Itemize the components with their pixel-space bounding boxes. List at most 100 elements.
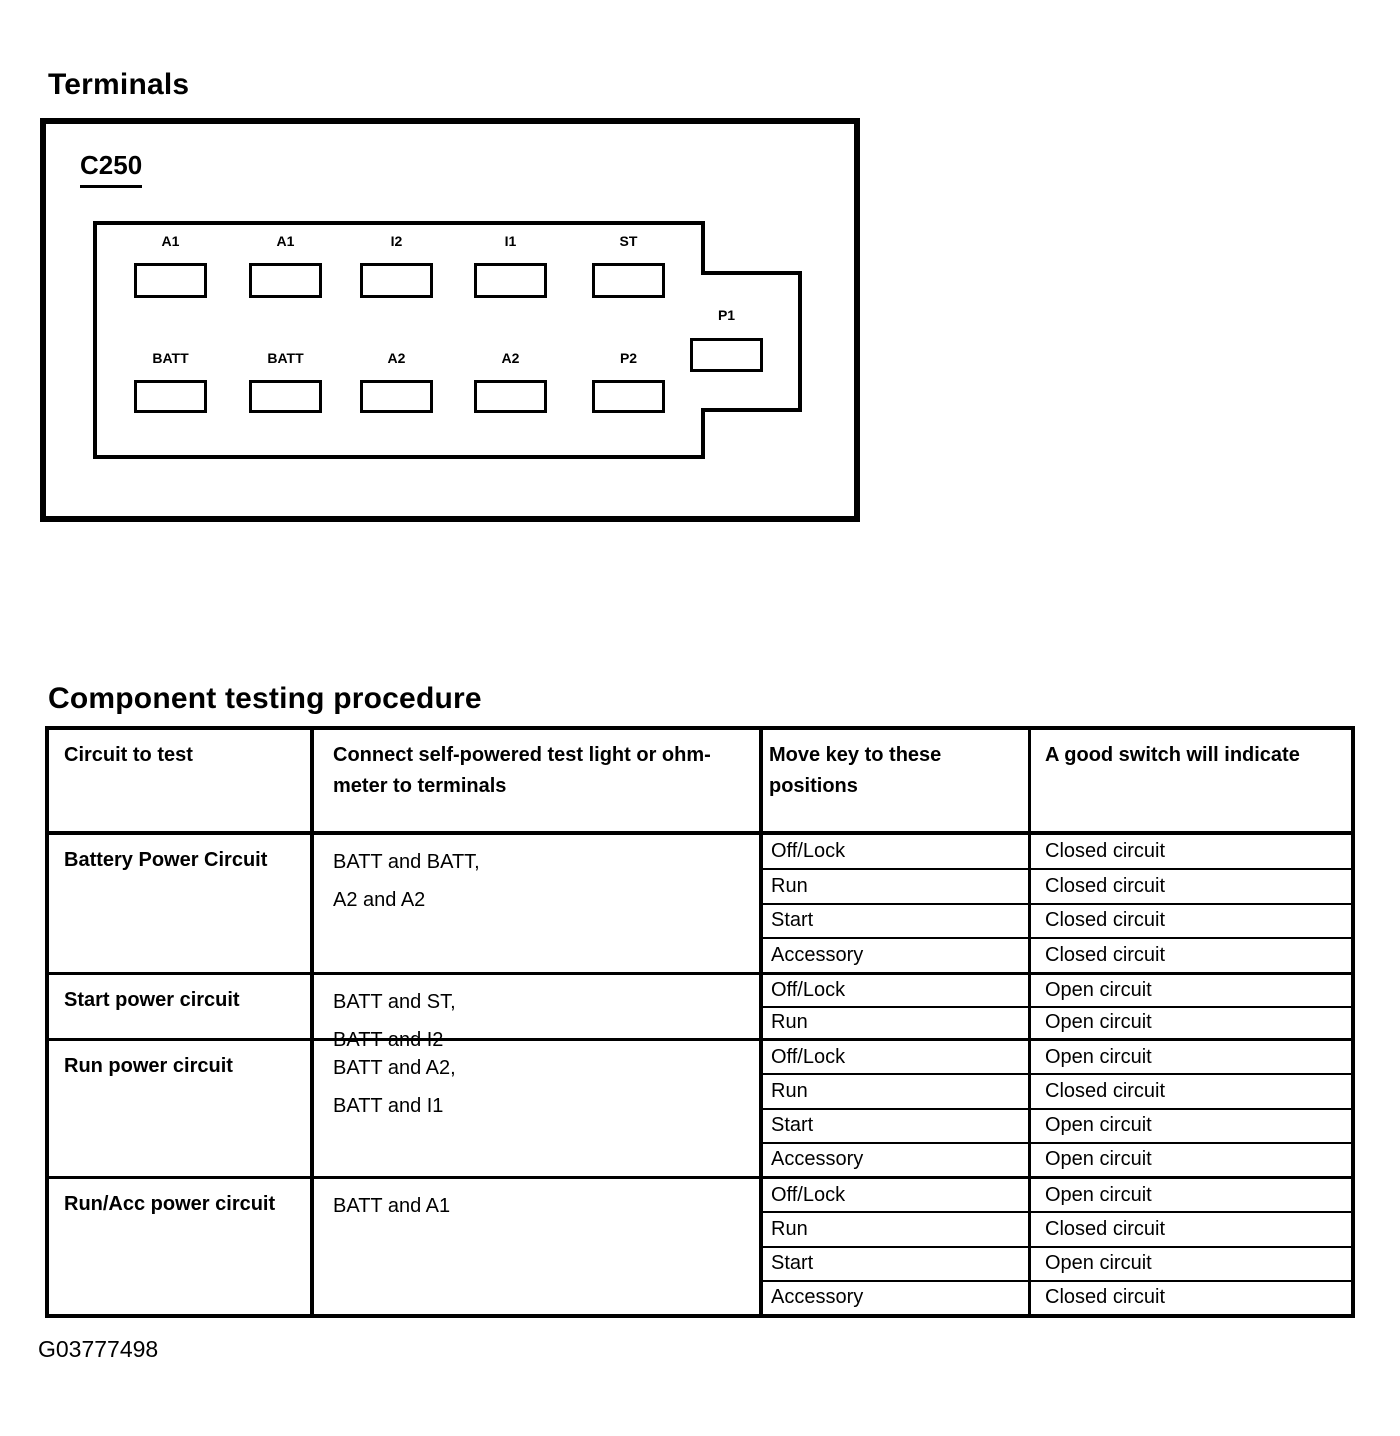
- key-position-cell: Accessory: [763, 939, 1031, 972]
- header-line: Move key to these: [769, 744, 942, 766]
- pin-box-top-3: [360, 263, 433, 298]
- pin-label-bottom-2: BATT: [267, 350, 304, 366]
- table-row: Accessory Closed circuit: [763, 1279, 1351, 1314]
- table-group-run-power: Run power circuit BATT and A2, BATT and …: [49, 1038, 1351, 1176]
- result-cell: Open circuit: [1045, 1252, 1152, 1275]
- table-row: Run Closed circuit: [763, 1211, 1351, 1246]
- pin-label-top-3: I2: [390, 233, 403, 249]
- pin-label-bottom-1: BATT: [152, 350, 189, 366]
- pin-label-bottom-3: A2: [387, 350, 406, 366]
- key-position-cell: Accessory: [763, 1143, 1031, 1176]
- pin-box-bottom-4: [474, 380, 547, 413]
- table-row: Accessory Closed circuit: [763, 937, 1351, 972]
- result-cell: Closed circuit: [1045, 874, 1166, 897]
- header-good-switch: A good switch will indicate: [1045, 744, 1300, 766]
- table-row: Run Closed circuit: [763, 1073, 1351, 1108]
- key-position-rows: Off/Lock Closed circuit Run Closed circu…: [763, 835, 1351, 972]
- table-row: Accessory Open circuit: [763, 1141, 1351, 1176]
- terminals-line: BATT and ST,: [333, 991, 456, 1013]
- pin-box-top-5: [592, 263, 665, 298]
- result-cell: Open circuit: [1045, 1183, 1152, 1206]
- header-circuit-to-test: Circuit to test: [49, 730, 314, 831]
- table-row: Run Closed circuit: [763, 867, 1351, 903]
- terminals-cell: BATT and BATT, A2 and A2: [314, 835, 763, 972]
- table-row: Run Open circuit: [763, 1005, 1351, 1038]
- table-row: Start Open circuit: [763, 1245, 1351, 1280]
- pin-box-bottom-5: [592, 380, 665, 413]
- result-cell: Closed circuit: [1045, 1079, 1166, 1102]
- terminals-cell: BATT and ST, BATT and I2: [314, 975, 763, 1051]
- table-row: Off/Lock Closed circuit: [763, 835, 1351, 868]
- key-position-cell: Run: [763, 1075, 1031, 1108]
- key-position-rows: Off/Lock Open circuit Run Open circuit: [763, 975, 1351, 1038]
- result-cell: Closed circuit: [1045, 909, 1166, 932]
- result-cell: Open circuit: [1045, 1148, 1152, 1171]
- pin-box-bottom-2: [249, 380, 322, 413]
- key-position-cell: Off/Lock: [763, 1041, 1031, 1074]
- pin-label-top-5: ST: [619, 233, 638, 249]
- key-position-cell: Run: [763, 1213, 1031, 1246]
- key-position-cell: Start: [763, 1247, 1031, 1280]
- table-group-battery-power: Battery Power Circuit BATT and BATT, A2 …: [49, 835, 1351, 972]
- result-cell: Open circuit: [1045, 978, 1152, 1001]
- terminals-cell: BATT and A2, BATT and I1: [314, 1041, 763, 1176]
- component-testing-heading: Component testing procedure: [48, 682, 482, 715]
- result-cell: Closed circuit: [1045, 839, 1166, 862]
- table-row: Start Open circuit: [763, 1107, 1351, 1142]
- terminals-heading: Terminals: [48, 68, 190, 101]
- key-position-cell: Run: [763, 1007, 1031, 1038]
- pin-label-top-2: A1: [276, 233, 295, 249]
- pin-box-top-4: [474, 263, 547, 298]
- table-row: Off/Lock Open circuit: [763, 1179, 1351, 1212]
- circuit-cell: Start power circuit: [49, 975, 314, 1038]
- header-line: positions: [769, 775, 858, 797]
- key-position-rows: Off/Lock Open circuit Run Closed circuit…: [763, 1041, 1351, 1176]
- terminals-cell: BATT and A1: [314, 1179, 763, 1314]
- header-connect-terminals: Connect self-powered test light or ohm- …: [314, 730, 763, 831]
- component-testing-table: Circuit to test Connect self-powered tes…: [45, 726, 1355, 1318]
- result-cell: Open circuit: [1045, 1114, 1152, 1137]
- terminals-line: BATT and BATT,: [333, 851, 480, 873]
- result-cell: Open circuit: [1045, 1011, 1152, 1034]
- figure-id: G03777498: [38, 1336, 159, 1362]
- result-cell: Closed circuit: [1045, 1286, 1166, 1309]
- key-position-cell: Start: [763, 1109, 1031, 1142]
- key-position-cell: Start: [763, 904, 1031, 938]
- pin-label-bottom-4: A2: [501, 350, 520, 366]
- result-cell: Open circuit: [1045, 1045, 1152, 1068]
- pin-label-top-1: A1: [161, 233, 180, 249]
- pin-box-top-1: [134, 263, 207, 298]
- terminals-line: BATT and I1: [333, 1095, 444, 1117]
- table-row: Off/Lock Open circuit: [763, 1041, 1351, 1074]
- pin-label-p1: P1: [717, 307, 736, 323]
- table-row: Off/Lock Open circuit: [763, 975, 1351, 1006]
- terminals-line: A2 and A2: [333, 889, 426, 911]
- header-line: meter to terminals: [333, 775, 507, 797]
- table-row: Start Closed circuit: [763, 902, 1351, 938]
- result-cell: Closed circuit: [1045, 1217, 1166, 1240]
- pin-label-bottom-5: P2: [619, 350, 638, 366]
- table-header-row: Circuit to test Connect self-powered tes…: [49, 730, 1351, 835]
- header-line: Connect self-powered test light or ohm-: [333, 744, 711, 766]
- pin-label-top-4: I1: [504, 233, 517, 249]
- table-group-start-power: Start power circuit BATT and ST, BATT an…: [49, 972, 1351, 1051]
- terminals-panel: C250 A1 A1 I2 I1 ST BATT BATT A2 A2 P2 P…: [40, 118, 860, 522]
- pin-box-bottom-3: [360, 380, 433, 413]
- pin-box-bottom-1: [134, 380, 207, 413]
- terminals-line: BATT and A2,: [333, 1057, 456, 1079]
- pin-box-top-2: [249, 263, 322, 298]
- pin-box-p1: [690, 338, 763, 372]
- key-position-cell: Accessory: [763, 1281, 1031, 1314]
- key-position-cell: Off/Lock: [763, 975, 1031, 1006]
- circuit-cell: Run/Acc power circuit: [49, 1179, 314, 1314]
- result-cell: Closed circuit: [1045, 944, 1166, 967]
- key-position-cell: Off/Lock: [763, 1179, 1031, 1212]
- table-group-run-acc-power: Run/Acc power circuit BATT and A1 Off/Lo…: [49, 1176, 1351, 1314]
- key-position-rows: Off/Lock Open circuit Run Closed circuit…: [763, 1179, 1351, 1314]
- connector-label: C250: [80, 150, 143, 188]
- terminals-line: BATT and A1: [333, 1195, 451, 1217]
- circuit-cell: Run power circuit: [49, 1041, 314, 1176]
- key-position-cell: Off/Lock: [763, 835, 1031, 868]
- circuit-cell: Battery Power Circuit: [49, 835, 314, 972]
